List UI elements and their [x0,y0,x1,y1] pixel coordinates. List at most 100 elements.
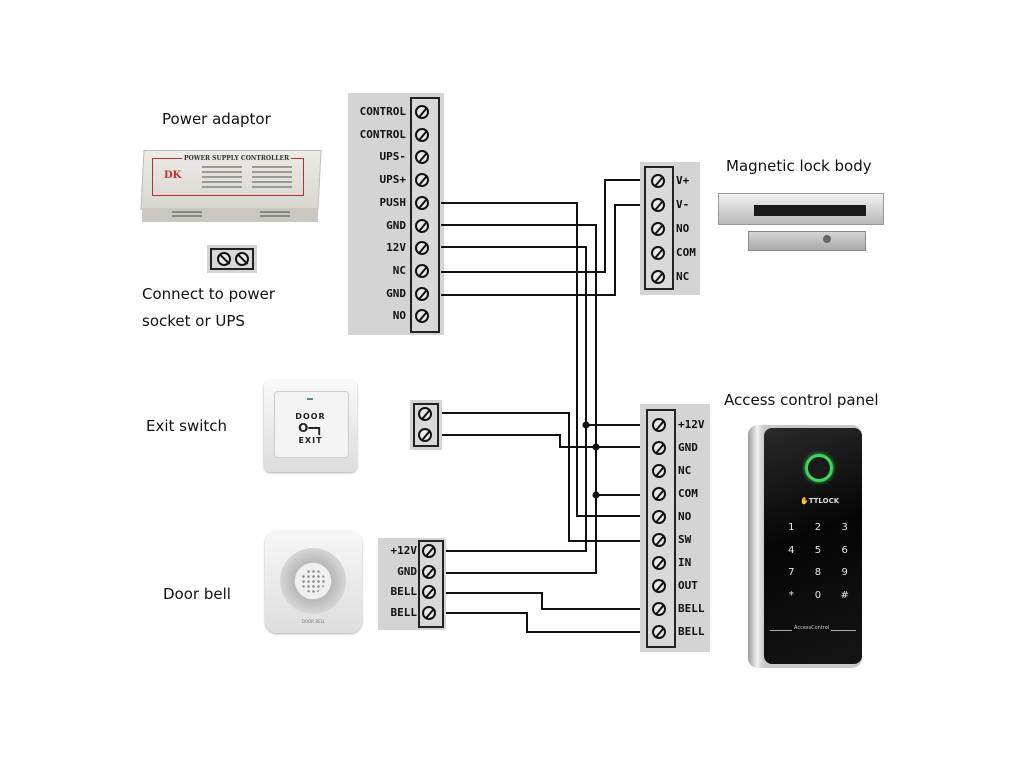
terminal-label-door-bell: +12V [390,544,418,557]
keypad-key[interactable]: 2 [814,522,822,533]
power-adaptor-device: POWER SUPPLY CONTROLLER DK [140,150,322,222]
screw-icon [652,418,666,432]
screw-icon [651,174,665,188]
terminal-label-power-supply: UPS- [379,150,407,164]
wire [446,612,640,633]
terminal-label-access-panel: BELL [678,625,705,638]
terminal-label-door-bell: BELL [390,605,418,619]
terminal-label-power-supply: GND [386,218,406,232]
door-bell-brand: DOOR BELL [301,619,326,624]
connect-power-label-1: Connect to power [142,285,275,303]
terminal-label-door-bell: GND [397,564,417,578]
terminal-label-door-bell: BELL [390,585,418,598]
terminal-label-magnetic-lock: NC [676,270,690,283]
screw-icon [415,309,429,324]
wire [442,412,640,542]
exit-switch-terminal [410,400,442,450]
screw-icon [652,487,666,501]
terminal-label-power-supply: CONTROL [359,105,406,118]
keypad-key[interactable]: 9 [841,567,848,578]
access-panel-label: Access control panel [724,391,879,409]
keypad-key[interactable]: * [788,589,794,601]
screw-icon [415,286,429,301]
screw-icon [217,252,231,266]
door-bell-device: DOOR BELL [265,531,362,633]
screw-icon [415,105,429,119]
screw-icon [418,407,432,421]
terminal-label-access-panel: BELL [678,602,705,615]
keypad-key[interactable]: 8 [814,567,822,578]
screw-icon [651,198,665,212]
key-icon: O━┓ [298,421,323,435]
screw-icon [415,150,429,165]
screw-icon [415,173,429,188]
screw-icon [652,441,666,455]
terminal-label-power-supply: NC [392,263,406,277]
junction-dot [582,421,590,429]
screw-icon [652,556,666,570]
wire [442,434,596,448]
terminal-label-power-supply: PUSH [379,195,407,209]
terminal-label-access-panel: OUT [678,579,698,592]
screw-icon [652,625,666,639]
terminal-label-access-panel: IN [678,556,692,569]
exit-switch-label: Exit switch [146,417,228,435]
wire [441,246,587,552]
keypad-key[interactable]: 6 [841,544,848,556]
terminal-label-magnetic-lock: NO [676,222,690,235]
terminal-label-access-panel: +12V [678,418,705,431]
junction-dot [592,443,600,451]
keypad-key[interactable]: # [840,589,849,601]
power-box-title: POWER SUPPLY CONTROLLER [182,155,292,162]
screw-icon [652,533,666,547]
wire [446,592,640,610]
terminal-label-access-panel: GND [678,441,698,454]
exit-button-top-text: DOOR [295,412,326,421]
keypad-brand: TTLOCK [808,497,840,505]
terminal-label-power-supply: NO [392,309,406,323]
terminal-label-access-panel: NO [678,510,692,523]
exit-button-bottom-text: EXIT [298,436,323,445]
fingerprint-sensor-icon[interactable] [805,454,833,482]
screw-icon [235,252,249,266]
terminal-label-magnetic-lock: V- [676,198,690,211]
keypad-key[interactable]: 4 [788,544,795,556]
screw-icon [651,222,665,236]
screw-icon [415,218,429,233]
power-adaptor-label: Power adaptor [162,110,271,128]
terminal-label-power-supply: 12V [386,241,406,255]
terminal-label-access-panel: NC [678,464,692,477]
keypad-key[interactable]: 7 [788,567,795,578]
magnetic-lock-device [718,193,884,253]
terminal-label-magnetic-lock: V+ [676,174,690,187]
wire [441,204,640,296]
terminal-label-magnetic-lock: COM [676,246,696,259]
screw-icon [652,510,666,524]
keypad-key[interactable]: 0 [814,589,822,601]
screw-icon [418,428,432,442]
screw-icon [651,270,665,284]
wire [441,179,640,273]
exit-switch-device: DOOR O━┓ EXIT [264,380,357,472]
screw-icon [415,241,429,256]
screw-icon [415,127,429,142]
screw-icon [422,544,436,558]
screw-icon [422,585,436,599]
door-bell-label: Door bell [163,585,231,603]
wire [441,202,640,517]
screw-icon [651,246,665,260]
keypad-key[interactable]: 3 [841,522,848,533]
terminal-label-access-panel: COM [678,487,698,500]
wire [441,224,597,574]
screw-icon [652,579,666,593]
connect-power-label-2: socket or UPS [142,312,245,330]
terminal-label-power-supply: CONTROL [359,127,406,141]
keypad-key[interactable]: 1 [788,522,795,533]
magnetic-lock-label: Magnetic lock body [726,157,872,175]
screw-icon [422,605,436,620]
access-control-keypad[interactable]: ✋TTLOCK 1 2 3 4 5 6 7 8 9 * 0 # AccessCo… [748,425,864,669]
screw-icon [652,602,666,616]
screw-icon [415,263,429,278]
keypad-key[interactable]: 5 [814,544,822,556]
